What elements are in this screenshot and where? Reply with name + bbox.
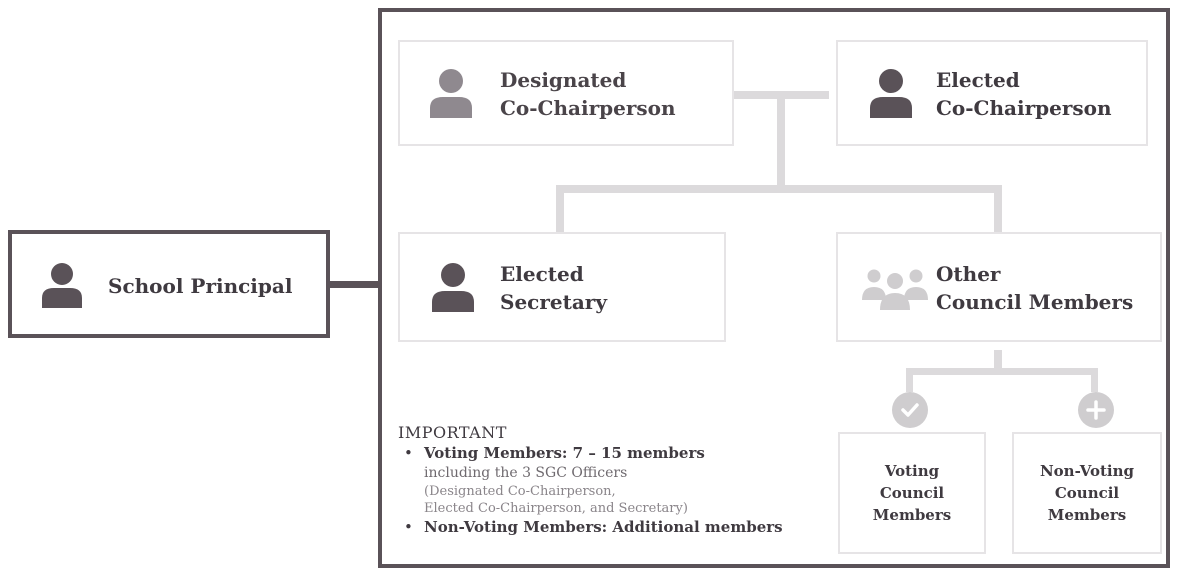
elected-secretary-label: Elected Secretary: [500, 262, 607, 314]
non-voting-council-members-label: Non-Voting Council Members: [1039, 462, 1135, 524]
person-icon: [432, 263, 474, 312]
plus-icon: [1086, 400, 1106, 420]
person-icon: [42, 263, 82, 308]
voting-council-members-label: Voting Council Members: [872, 462, 952, 524]
designated-cochair-label: Designated Co-Chairperson: [500, 68, 676, 120]
members-split-connector: [906, 368, 1098, 375]
non-voting-members-heading: Non-Voting Members: Additional members: [424, 518, 783, 536]
members-stem-connector: [994, 350, 1002, 372]
voting-members-item: Voting Members: 7 – 15 members including…: [398, 443, 838, 517]
non-voting-drop-connector: [1091, 368, 1098, 392]
voting-members-detail-3: Elected Co-Chairperson, and Secretary): [424, 501, 688, 516]
person-icon: [430, 69, 472, 118]
important-title: IMPORTANT: [398, 423, 507, 442]
branch-connector: [556, 185, 1002, 193]
voting-members-heading: Voting Members: 7 – 15 members: [424, 444, 705, 462]
other-council-members-label: Other Council Members: [936, 262, 1134, 314]
check-icon: [901, 403, 919, 417]
secretary-drop-connector: [556, 185, 564, 233]
voting-drop-connector: [906, 368, 913, 392]
elected-cochair-label: Elected Co-Chairperson: [936, 68, 1112, 120]
trunk-connector: [777, 91, 785, 192]
important-list: Voting Members: 7 – 15 members including…: [398, 443, 838, 537]
elected-cochair-box: Elected Co-Chairperson: [836, 40, 1148, 146]
elected-secretary-box: Elected Secretary: [398, 232, 726, 342]
school-principal-box: School Principal: [8, 230, 330, 338]
voting-members-detail-1: including the 3 SGC Officers: [424, 465, 628, 481]
person-icon: [870, 69, 912, 118]
principal-label: School Principal: [108, 274, 293, 298]
non-voting-council-members-box: Non-Voting Council Members: [1012, 432, 1162, 554]
voting-members-detail-2: (Designated Co-Chairperson,: [424, 484, 616, 499]
designated-cochair-box: Designated Co-Chairperson: [398, 40, 734, 146]
important-note: IMPORTANT Voting Members: 7 – 15 members…: [398, 423, 838, 537]
plus-badge: [1078, 392, 1114, 428]
check-badge: [892, 392, 928, 428]
voting-council-members-box: Voting Council Members: [838, 432, 986, 554]
members-drop-connector: [994, 185, 1002, 233]
other-council-members-box: Other Council Members: [836, 232, 1162, 342]
principal-connector-line: [330, 281, 378, 288]
group-icon: [862, 269, 928, 310]
non-voting-members-item: Non-Voting Members: Additional members: [398, 517, 838, 537]
